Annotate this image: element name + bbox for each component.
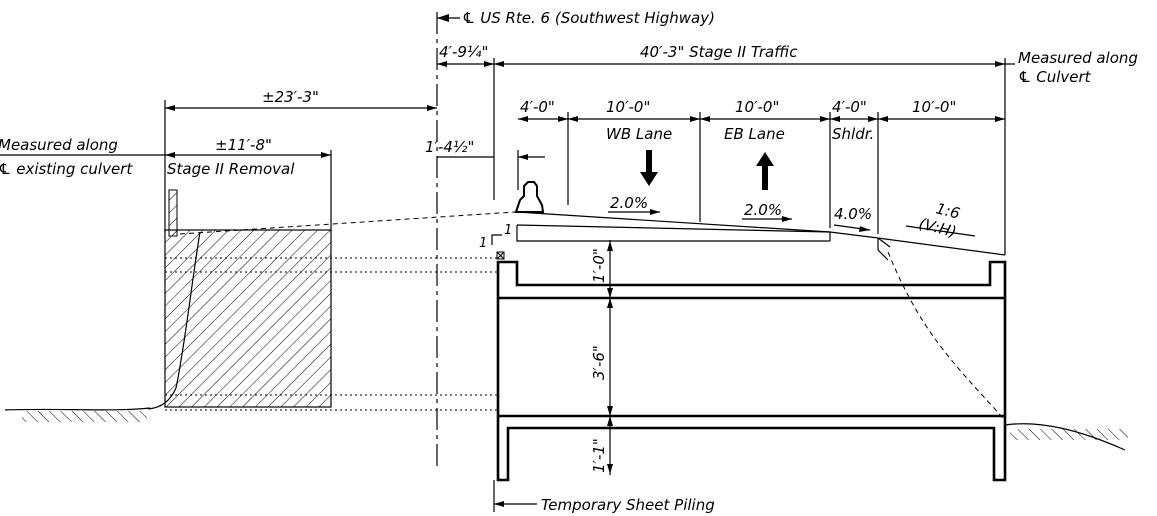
dim-4-9-label: 4′-9¼" [439,43,488,61]
piling-leader [493,480,537,512]
eb-lane-label: EB Lane [724,125,785,143]
dim-40-3-label: 40′-3" Stage II Traffic [640,43,798,61]
stage-removal-area [147,189,332,410]
box-culvert [496,260,1007,482]
measured-culvert-label-2: ℄ Culvert [1018,68,1092,86]
existing-grade-line [179,211,516,235]
dim-23-3-line [164,100,437,232]
dim-1-0-label: 1′-0" [590,248,608,283]
measured-existing-label-2: ℄ existing culvert [0,160,133,178]
dim-10-0-c-label: 10′-0" [912,98,956,116]
dim-10-0-b-label: 10′-0" [735,98,779,116]
ground-left [4,407,151,422]
dim-23-3-label: ±23′-3" [262,88,319,106]
dim-11-8-line [0,150,332,232]
dim-4-0-b-label: 4′-0" [832,98,867,116]
dim-4-0-a-label: 4′-0" [520,98,555,116]
wb-lane-label: WB Lane [606,125,672,143]
dim-1-1-label: 1′-1" [590,438,608,473]
slope-eb-label: 2.0% [744,201,782,219]
dim-1-4-line [437,150,545,190]
dim-11-8-label: ±11′-8" [215,136,272,154]
roadway [516,211,1006,421]
slope-wb-label: 2.0% [610,194,648,212]
slope-one-label-a: 1 [479,236,487,251]
stage-removal-label: Stage II Removal [167,160,295,178]
lane-dimension-line [518,112,1005,234]
centerline-label: ℄ US Rte. 6 (Southwest Highway) [462,9,715,27]
cross-marker [496,251,505,260]
dim-10-0-a-label: 10′-0" [606,98,650,116]
slope-shoulder-label: 4.0% [834,205,872,223]
vertical-dimension-line [607,240,613,475]
measured-culvert-label-1: Measured along [1018,49,1138,67]
wb-arrow-icon [640,150,658,186]
temporary-piling-label: Temporary Sheet Piling [541,496,715,514]
top-dimension-line [437,58,1015,255]
dim-1-4-label: 1′-4½" [425,138,474,156]
ground-right [1004,423,1128,451]
projection-lines [165,257,498,411]
measured-existing-label-1: Measured along [0,136,118,154]
side-slope-label-1: 1:6 [934,199,962,222]
shoulder-label: Shldr. [832,125,874,143]
slope-1-1-marker [491,234,502,245]
highway-centerline [436,12,460,470]
eb-arrow-icon [756,152,774,190]
slope-arrows [608,209,976,237]
concrete-barrier [514,181,545,213]
dim-3-6-label: 3′-6" [590,345,608,380]
slope-one-label-b: 1 [504,223,512,238]
